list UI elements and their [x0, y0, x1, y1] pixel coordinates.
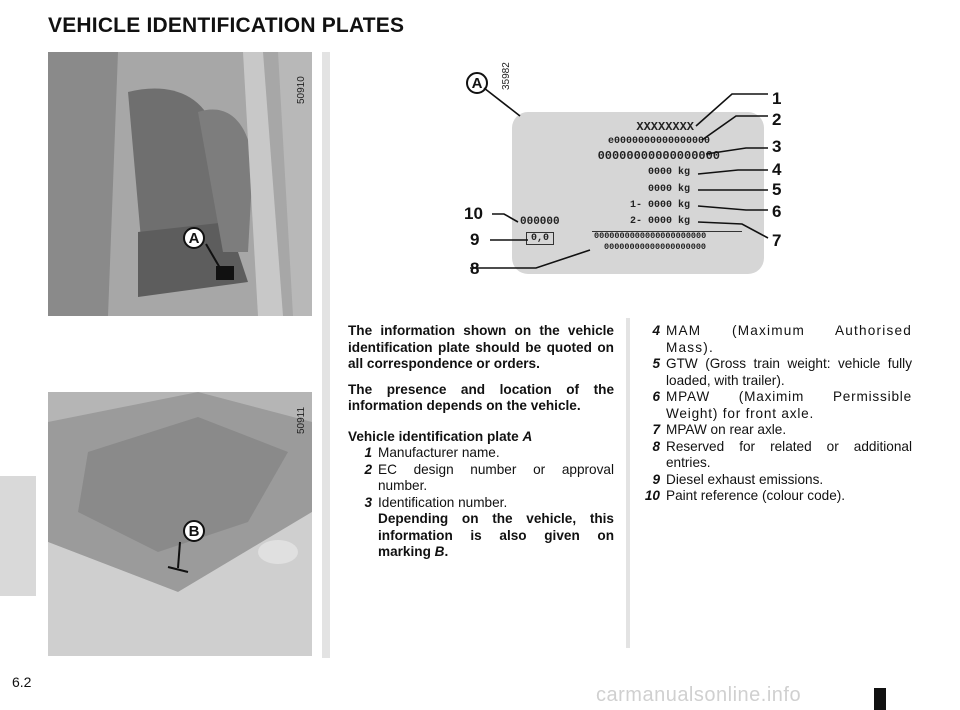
callout-a-diagram: A	[466, 72, 488, 94]
marking-note: Depending on the vehicle, this informati…	[378, 511, 614, 559]
diagram-num-1: 1	[772, 89, 782, 108]
identification-plate: XXXXXXXX e0000000000000000 0000000000000…	[512, 112, 764, 274]
text-column-separator	[626, 318, 630, 648]
diagram-num-8: 8	[470, 259, 480, 278]
page-number: 6.2	[12, 674, 32, 690]
diagram-num-4: 4	[772, 160, 782, 179]
marking-ref: B	[434, 544, 445, 559]
plate-divider	[592, 231, 742, 232]
diagram-num-3: 3	[772, 137, 782, 156]
leader-lines	[470, 87, 769, 269]
plate-emission-box: 0,0	[526, 232, 555, 245]
diagram-num-2: 2	[772, 110, 782, 129]
corner-mark	[874, 688, 886, 710]
presence-paragraph: The presence and location of the informa…	[348, 381, 614, 414]
footer-watermark: carmanualsonline.info	[596, 684, 802, 706]
diagram-num-7: 7	[772, 231, 782, 250]
diagram-num-6: 6	[772, 202, 782, 221]
windscreen-photo: B	[48, 392, 312, 656]
chapter-tab	[0, 476, 36, 596]
plate-line-4: 0000 kg	[647, 167, 690, 178]
diagram-num-5: 5	[772, 180, 782, 199]
photo-ref-bottom: 50911	[296, 406, 307, 434]
plate-line-3: 00000000000000000	[597, 149, 720, 163]
plate-line-7: 2- 0000 kg	[629, 216, 690, 227]
page-title: VEHICLE IDENTIFICATION PLATES	[48, 14, 405, 37]
plate-line-6: 1- 0000 kg	[629, 200, 690, 211]
diagram-num-9: 9	[470, 230, 480, 249]
plate-line-5: 0000 kg	[647, 184, 690, 195]
photo-ref-top: 50910	[296, 76, 307, 104]
plate-line-9: 00000000000000000000	[604, 242, 707, 252]
plate-line-8: 0000000000000000000000	[594, 231, 707, 241]
callout-a-door: A	[183, 227, 205, 249]
plate-heading-ref: A	[522, 428, 533, 444]
plate-heading: Vehicle identification plate A	[348, 428, 533, 444]
text-column-1: The information shown on the vehicle ide…	[348, 323, 614, 561]
plate-paint-code: 000000	[520, 216, 560, 228]
column-separator	[322, 52, 330, 658]
diagram-num-10: 10	[464, 204, 483, 223]
callout-b-windscreen: B	[183, 520, 205, 542]
door-photo: A	[48, 52, 312, 316]
intro-paragraph: The information shown on the vehicle ide…	[348, 323, 614, 371]
plate-line-1: XXXXXXXX	[636, 120, 694, 134]
plate-line-2: e0000000000000000	[607, 136, 710, 147]
